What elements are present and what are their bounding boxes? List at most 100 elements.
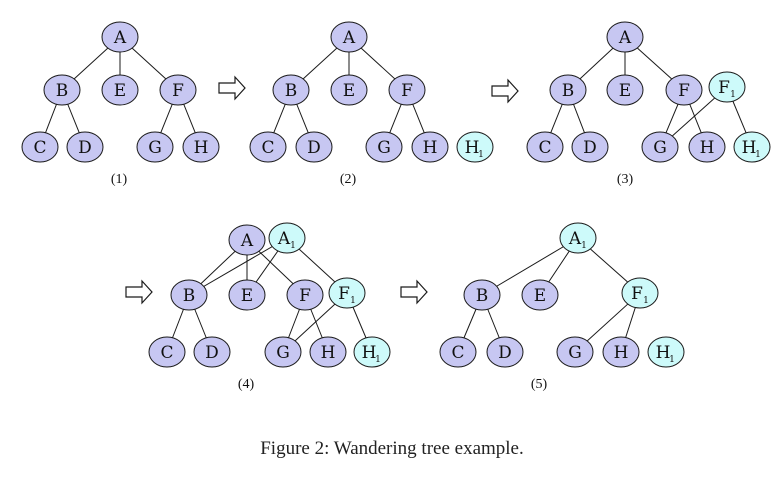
node-e: E bbox=[521, 279, 559, 311]
node-label: C bbox=[160, 343, 173, 363]
node-label: G bbox=[653, 138, 667, 158]
node-circle bbox=[264, 336, 302, 368]
node-circle bbox=[228, 224, 266, 256]
node-circle bbox=[193, 336, 231, 368]
node-label: F bbox=[631, 284, 643, 304]
node-circle bbox=[526, 131, 564, 163]
node-f: F bbox=[665, 74, 703, 106]
node-b: B bbox=[43, 74, 81, 106]
node-circle bbox=[621, 277, 659, 309]
node-label: G bbox=[568, 343, 582, 363]
node-label: B bbox=[183, 286, 196, 306]
transition-arrow-icon bbox=[400, 279, 428, 305]
node-circle bbox=[43, 74, 81, 106]
node-circle bbox=[463, 279, 501, 311]
node-label: G bbox=[377, 138, 391, 158]
node-circle bbox=[521, 279, 559, 311]
node-h: H bbox=[602, 336, 640, 368]
node-circle bbox=[101, 21, 139, 53]
node-circle bbox=[641, 131, 679, 163]
node-subscript: 1 bbox=[581, 241, 587, 251]
node-label: A bbox=[618, 28, 632, 48]
node-subscript: 1 bbox=[478, 150, 484, 160]
node-circle bbox=[159, 74, 197, 106]
node-label: H bbox=[423, 138, 438, 158]
node-circle bbox=[647, 336, 685, 368]
node-label: H bbox=[194, 138, 209, 158]
node-label: C bbox=[451, 343, 464, 363]
node-circle bbox=[688, 131, 726, 163]
node-h1: H1 bbox=[647, 336, 685, 368]
node-label: H bbox=[362, 343, 377, 363]
node-c: C bbox=[439, 336, 477, 368]
node-label: F bbox=[401, 81, 413, 101]
node-circle bbox=[309, 336, 347, 368]
node-label: B bbox=[562, 81, 575, 101]
node-c: C bbox=[148, 336, 186, 368]
node-label: D bbox=[583, 138, 597, 158]
node-subscript: 1 bbox=[669, 355, 675, 365]
node-label: E bbox=[534, 286, 546, 306]
node-circle bbox=[571, 131, 609, 163]
node-label: H bbox=[321, 343, 336, 363]
node-subscript: 1 bbox=[290, 241, 296, 251]
node-circle bbox=[330, 21, 368, 53]
node-label: A bbox=[240, 231, 254, 251]
node-label: B bbox=[285, 81, 298, 101]
node-c: C bbox=[526, 131, 564, 163]
transition-arrow-icon bbox=[491, 78, 519, 104]
node-circle bbox=[353, 336, 391, 368]
node-label: F bbox=[678, 81, 690, 101]
node-label: H bbox=[614, 343, 629, 363]
node-subscript: 1 bbox=[350, 296, 356, 306]
node-circle bbox=[66, 131, 104, 163]
node-e: E bbox=[606, 74, 644, 106]
node-label: D bbox=[498, 343, 512, 363]
node-h1: H1 bbox=[733, 131, 771, 163]
node-label: H bbox=[656, 343, 671, 363]
node-circle bbox=[606, 21, 644, 53]
node-e: E bbox=[228, 279, 266, 311]
node-label: A bbox=[568, 229, 582, 249]
node-d: D bbox=[571, 131, 609, 163]
node-a: A bbox=[330, 21, 368, 53]
node-label: E bbox=[114, 81, 126, 101]
node-g: G bbox=[264, 336, 302, 368]
node-d: D bbox=[486, 336, 524, 368]
node-label: E bbox=[343, 81, 355, 101]
node-circle bbox=[733, 131, 771, 163]
node-label: F bbox=[172, 81, 184, 101]
node-label: D bbox=[307, 138, 321, 158]
node-circle bbox=[170, 279, 208, 311]
node-b: B bbox=[549, 74, 587, 106]
panel-label: (5) bbox=[531, 377, 548, 392]
node-f: F bbox=[286, 279, 324, 311]
transition-arrow-icon bbox=[218, 75, 246, 101]
node-label: D bbox=[78, 138, 92, 158]
node-a: A bbox=[228, 224, 266, 256]
node-circle bbox=[559, 222, 597, 254]
node-circle bbox=[365, 131, 403, 163]
node-circle bbox=[411, 131, 449, 163]
node-circle bbox=[549, 74, 587, 106]
node-label: F bbox=[718, 78, 730, 98]
node-subscript: 1 bbox=[375, 355, 381, 365]
node-a: A bbox=[606, 21, 644, 53]
node-h1: H1 bbox=[353, 336, 391, 368]
node-circle bbox=[182, 131, 220, 163]
node-circle bbox=[439, 336, 477, 368]
node-label: H bbox=[742, 138, 757, 158]
node-circle bbox=[249, 131, 287, 163]
panel-label: (2) bbox=[340, 172, 357, 187]
node-f: F bbox=[388, 74, 426, 106]
node-label: E bbox=[619, 81, 631, 101]
node-label: A bbox=[277, 229, 291, 249]
node-circle bbox=[21, 131, 59, 163]
